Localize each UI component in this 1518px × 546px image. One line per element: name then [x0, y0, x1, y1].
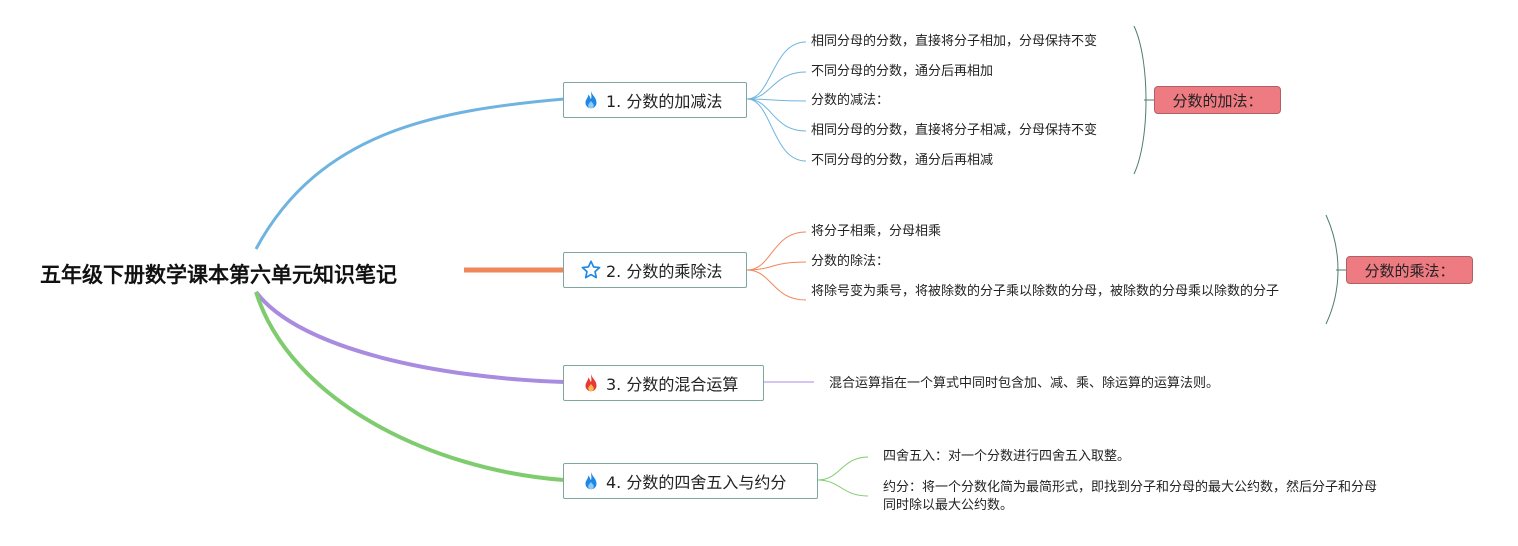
leaf-connector-1-4	[746, 98, 807, 132]
leaf-item[interactable]: 混合运算指在一个算式中同时包含加、减、乘、除运算的运算法则。	[829, 376, 1220, 391]
leaf-item[interactable]: 分数的除法：	[811, 254, 890, 269]
fire-blue-icon	[580, 89, 602, 111]
topic-mixed-operations[interactable]: 3. 分数的混合运算	[563, 365, 764, 401]
leaf-item[interactable]: 将分子相乘，分母相乘	[811, 224, 942, 239]
leaf-item[interactable]: 将除号变为乘号，将被除数的分子乘以除数的分母，被除数的分母乘以除数的分子	[811, 284, 1280, 299]
root-title[interactable]: 五年级下册数学课本第六单元知识笔记	[40, 263, 397, 287]
leaf-connector-2-3	[746, 269, 807, 301]
leaf-item[interactable]: 约分：将一个分数化简为最简形式，即找到分子和分母的最大公约数，然后分子和分母同时…	[883, 480, 1378, 513]
summary-callout-addition[interactable]: 分数的加法：	[1154, 86, 1281, 114]
topic-label: 2. 分数的乘除法	[606, 262, 723, 281]
topic-label: 4. 分数的四舍五入与约分	[606, 473, 787, 492]
topic-label: 1. 分数的加减法	[606, 92, 723, 111]
leaf-connector-1-2	[746, 71, 807, 100]
leaf-connector-4-1	[817, 456, 869, 481]
branch-connector-3	[254, 290, 565, 384]
fire-blue-icon	[580, 470, 602, 492]
star-outline-icon	[580, 259, 602, 281]
summary-callout-multiplication[interactable]: 分数的乘法：	[1346, 256, 1473, 284]
leaf-connector-2-2	[746, 261, 807, 271]
summary-bracket-1	[1133, 25, 1155, 175]
topic-label: 3. 分数的混合运算	[606, 375, 739, 394]
fire-red-icon	[580, 372, 602, 394]
leaf-connector-4-2	[817, 479, 869, 497]
leaf-item[interactable]: 不同分母的分数，通分后再相加	[811, 64, 994, 79]
leaf-connector-1-1	[746, 41, 807, 100]
leaf-item[interactable]: 相同分母的分数，直接将分子相加，分母保持不变	[811, 34, 1098, 49]
leaf-connector-1-5	[746, 98, 807, 162]
leaf-connector-2-1	[746, 231, 807, 271]
topic-addition-subtraction[interactable]: 1. 分数的加减法	[563, 82, 747, 118]
branch-connector-4	[254, 291, 565, 482]
summary-bracket-2	[1325, 214, 1347, 325]
leaf-item[interactable]: 分数的减法：	[811, 93, 890, 108]
leaf-item[interactable]: 不同分母的分数，通分后再相减	[811, 153, 994, 168]
leaf-item[interactable]: 四舍五入：对一个分数进行四舍五入取整。	[883, 449, 1131, 464]
leaf-item[interactable]: 相同分母的分数，直接将分子相减，分母保持不变	[811, 123, 1098, 138]
branch-connector-1	[254, 97, 565, 250]
topic-multiplication-division[interactable]: 2. 分数的乘除法	[563, 252, 747, 288]
topic-rounding-reduction[interactable]: 4. 分数的四舍五入与约分	[563, 463, 818, 499]
leaf-connector-1-3	[746, 98, 807, 102]
